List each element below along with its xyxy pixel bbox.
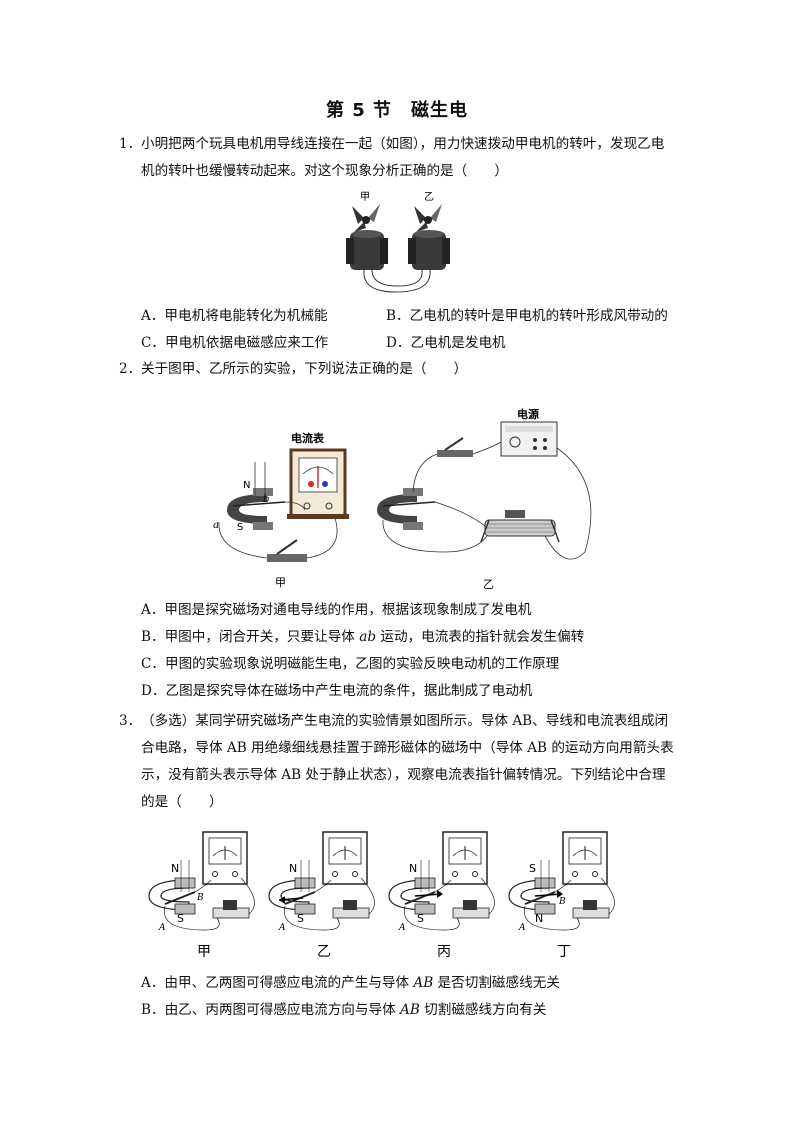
q3-setup-ding: S N A B 丁 — [508, 831, 616, 960]
arrow-right-icon — [534, 893, 562, 897]
q1-option-b[interactable]: B．乙电机的转叶是甲电机的转叶形成风带动的 — [386, 308, 668, 324]
question-3-line-4: 的是（ ） — [141, 794, 223, 810]
q1-option-a[interactable]: A．甲电机将电能转化为机械能 — [141, 308, 328, 324]
page-title: 第 5 节 磁生电 — [325, 100, 469, 121]
q1-option-c[interactable]: C．甲电机依据电磁感应来工作 — [141, 335, 329, 351]
question-2: 2． 关于图甲、乙所示的实验，下列说法正确的是（ ） — [119, 356, 679, 383]
switch-right — [437, 437, 473, 457]
q1-option-d[interactable]: D．乙电机是发电机 — [386, 335, 506, 351]
label-N-left: N — [243, 480, 250, 491]
svg-text:S: S — [297, 912, 304, 925]
question-3: 3． （多选）某同学研究磁场产生电流的实验情景如图所示。导体 AB、导线和电流表… — [119, 708, 679, 816]
q3-option-a[interactable]: A．由甲、乙两图可得感应电流的产生与导体 AB 是否切割磁感线无关 — [141, 975, 560, 991]
q3-label-ding: 丁 — [557, 944, 571, 960]
q1-motors-figure: 甲 乙 — [346, 191, 450, 293]
q3-setup-yi: N S A 乙 — [268, 831, 376, 960]
question-1-line-1: 小明把两个玩具电机用导线连接在一起（如图），用力快速拨动甲电机的转叶，发现乙电 — [141, 136, 665, 152]
label-S-left: S — [237, 522, 243, 533]
motor-label-jia: 甲 — [360, 192, 370, 203]
question-3-line-2: 合电路，导体 AB 用绝缘细线悬挂置于蹄形磁体的磁场中（导体 AB 的运动方向用… — [141, 740, 674, 756]
svg-text:A: A — [518, 923, 526, 933]
motor-yi — [408, 204, 450, 270]
arrow-right-icon — [414, 893, 442, 897]
question-3-number: 3． — [119, 713, 142, 729]
q2-ab-italic: ab — [359, 629, 377, 645]
ammeter — [287, 448, 349, 519]
connecting-wire — [363, 269, 431, 293]
question-2-number: 2． — [119, 361, 142, 377]
q3-setup-bing: N S A 丙 — [388, 831, 496, 960]
svg-text:N: N — [171, 862, 179, 875]
label-yi: 乙 — [483, 578, 494, 591]
question-3-line-3: 示，没有箭头表示导体 AB 处于静止状态），观察电流表指针偏转情况。下列结论中合… — [141, 767, 666, 783]
ammeter-label: 电流表 — [291, 431, 325, 445]
q2-option-a[interactable]: A．甲图是探究磁场对通电导线的作用，根据该现象制成了发电机 — [141, 602, 532, 618]
label-b: b — [263, 494, 269, 505]
label-jia: 甲 — [275, 576, 286, 589]
svg-text:S: S — [177, 912, 184, 925]
q3-option-b[interactable]: B．由乙、丙两图可得感应电流方向与导体 AB 切割磁感线方向有关 — [141, 1002, 547, 1018]
q3-ab-italic-b: AB — [400, 1002, 420, 1018]
q2-option-b[interactable]: B．甲图中，闭合开关，只要让导体 ab 运动，电流表的指针就会发生偏转 — [141, 629, 585, 645]
svg-text:S: S — [417, 912, 424, 925]
question-1: 1． 小明把两个玩具电机用导线连接在一起（如图），用力快速拨动甲电机的转叶，发现… — [119, 131, 679, 185]
motor-jia — [346, 204, 388, 270]
switch-left — [267, 539, 307, 562]
question-2-stem: 关于图甲、乙所示的实验，下列说法正确的是（ ） — [141, 361, 468, 377]
svg-text:N: N — [535, 912, 543, 925]
horseshoe-magnet-right — [377, 488, 423, 530]
horseshoe-magnet-left — [227, 488, 273, 530]
q3-ab-italic-a: AB — [413, 975, 434, 991]
svg-text:N: N — [289, 862, 297, 875]
q2-option-c[interactable]: C．甲图的实验现象说明磁能生电，乙图的实验反映电动机的工作原理 — [141, 656, 560, 672]
svg-text:N: N — [409, 862, 417, 875]
svg-text:S: S — [529, 862, 536, 875]
power-supply — [500, 421, 558, 457]
q3-figure: N S A B 甲 N S A 乙 N S A 丙 S N A B 丁 — [148, 831, 616, 960]
question-3-line-1: （多选）某同学研究磁场产生电流的实验情景如图所示。导体 AB、导线和电流表组成闭 — [141, 713, 669, 729]
q3-label-jia: 甲 — [197, 944, 211, 960]
svg-text:A: A — [398, 923, 406, 933]
question-1-number: 1． — [119, 136, 142, 152]
q3-label-bing: 丙 — [437, 944, 451, 960]
motor-label-yi: 乙 — [424, 191, 434, 203]
q3-setup-jia: N S A B 甲 — [148, 831, 256, 960]
rheostat — [480, 510, 560, 543]
svg-text:B: B — [558, 897, 566, 907]
q3-label-yi: 乙 — [317, 944, 331, 960]
label-a: a — [213, 520, 219, 531]
q2-figure: 电流表 N S a b 甲 电源 — [213, 407, 592, 591]
svg-text:A: A — [278, 923, 286, 933]
question-1-line-2: 机的转叶也缓慢转动起来。对这个现象分析正确的是（ ） — [141, 163, 509, 179]
q2-option-d[interactable]: D．乙图是探究导体在磁场中产生电流的条件，据此制成了电动机 — [141, 683, 533, 699]
svg-text:A: A — [158, 923, 166, 933]
svg-text:B: B — [196, 893, 204, 903]
power-label: 电源 — [517, 407, 539, 421]
